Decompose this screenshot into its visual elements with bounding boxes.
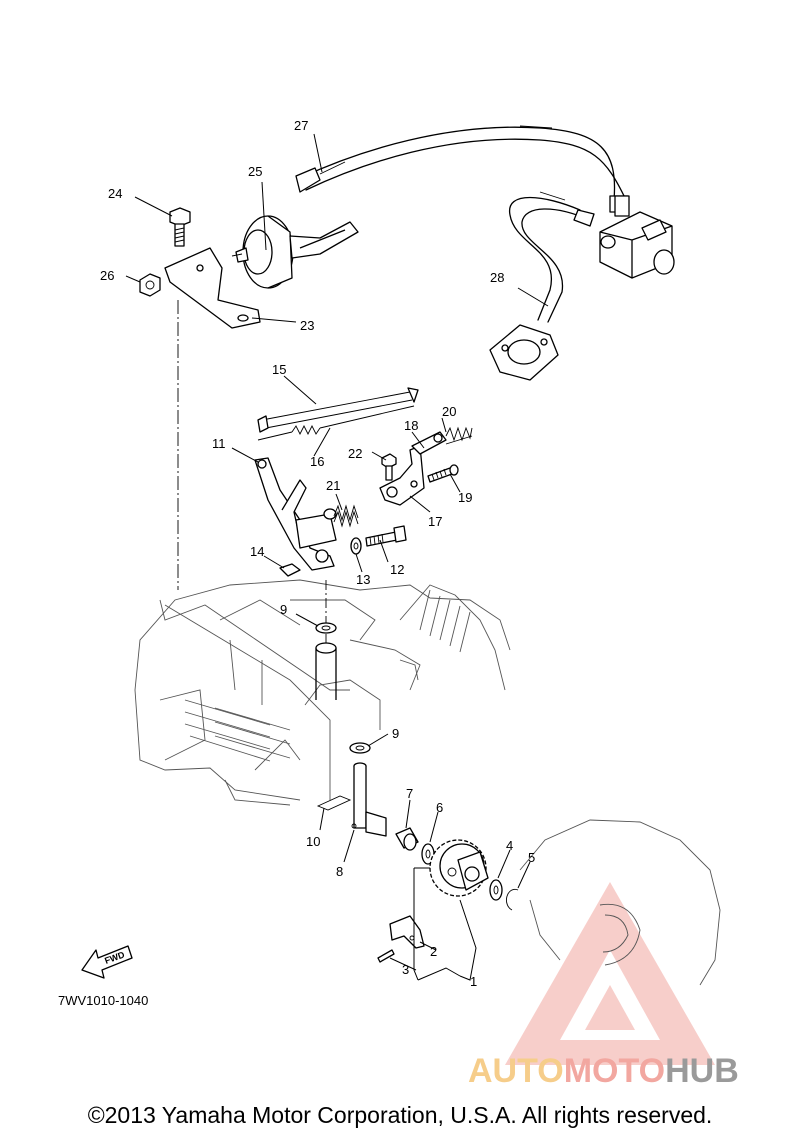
watermark-logo-triangle [505,882,715,1065]
callout-7: 7 [406,786,413,801]
hose-28 [509,191,595,323]
nut-14 [279,563,301,577]
callout-25: 25 [248,164,262,179]
crankcase-outline [134,579,721,986]
callout-6: 6 [436,800,443,815]
leader-lines [125,133,549,981]
pin-3 [377,949,395,963]
callout-16: 16 [310,454,324,469]
callout-2: 2 [430,944,437,959]
callout-12: 12 [390,562,404,577]
callout-21: 21 [326,478,340,493]
collar-7 [395,827,419,851]
bracket-23 [164,247,261,329]
copyright-notice: ©2013 Yamaha Motor Corporation, U.S.A. A… [87,1102,713,1128]
nut-26 [139,273,161,297]
callout-9-lower: 9 [392,726,399,741]
callout-10: 10 [306,834,320,849]
spring-16 [257,405,415,441]
callout-11: 11 [212,436,226,451]
hose-27 [295,125,629,213]
watermark-auto: AUTO [468,1052,564,1090]
bolt-24 [169,207,191,247]
bolt-22 [381,453,397,481]
fwd-arrow-icon: FWD [81,945,133,979]
callout-24: 24 [108,186,122,201]
callout-labels: 1 2 3 4 5 6 7 8 9 9 10 11 12 13 14 15 16… [100,118,535,989]
washer-4 [489,879,503,901]
vacuum-actuator [231,215,359,289]
callout-3: 3 [402,962,409,977]
spring-20 [445,426,473,445]
callout-22: 22 [348,446,362,461]
diagram-code: 7WV1010-1040 [58,993,149,1008]
callout-19: 19 [458,490,472,505]
solenoid-valve [599,195,675,279]
watermark-moto: MOTO [563,1052,666,1090]
spring-21 [323,504,359,528]
watermark-text: AUTOMOTOHUB [468,1052,739,1091]
callout-26: 26 [100,268,114,283]
screw-19 [427,464,459,483]
washer-13 [350,537,362,555]
weight-2 [389,915,425,949]
callout-15: 15 [272,362,286,377]
callout-27: 27 [294,118,308,133]
clip-10 [316,795,352,811]
bracket-18 [411,431,447,455]
shaft-8 [351,762,387,837]
callout-14: 14 [250,544,264,559]
governor-gear [429,839,489,897]
lever-11 [254,457,337,571]
callout-17: 17 [428,514,442,529]
shaft-boss [315,642,337,700]
callout-28: 28 [490,270,504,285]
callout-13: 13 [356,572,370,587]
intake-flange [489,324,559,381]
callout-1: 1 [470,974,477,989]
callout-4: 4 [506,838,513,853]
callout-18: 18 [404,418,418,433]
callout-20: 20 [442,404,456,419]
callout-5: 5 [528,850,535,865]
watermark-hub: HUB [665,1052,739,1090]
callout-8: 8 [336,864,343,879]
bolt-12 [365,525,407,547]
clip-5 [506,888,519,911]
washer-9-lower [349,742,371,754]
callout-9-upper: 9 [280,602,287,617]
callout-23: 23 [300,318,314,333]
rod-15 [257,387,419,433]
washer-9-upper [315,622,337,634]
